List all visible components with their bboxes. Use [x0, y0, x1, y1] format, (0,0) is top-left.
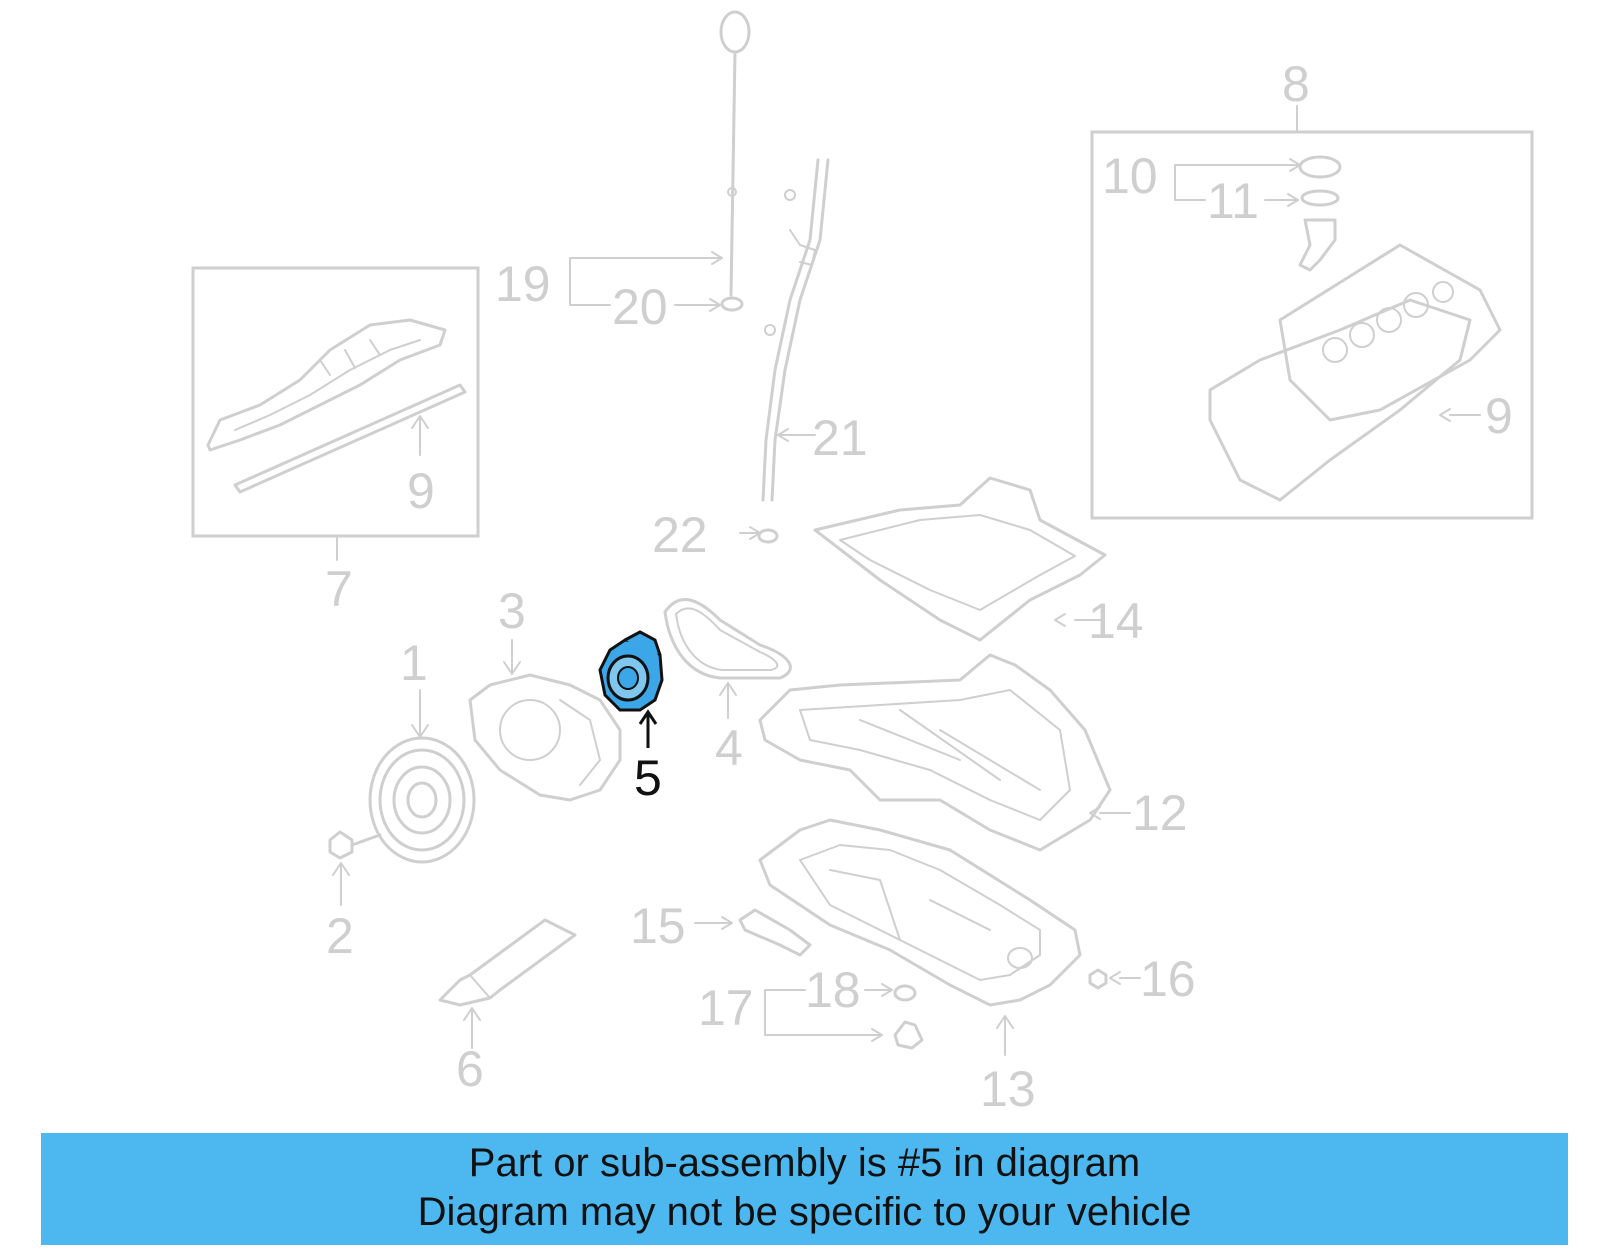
callout-21: 21	[812, 410, 868, 466]
callout-18: 18	[805, 962, 861, 1018]
callout-22: 22	[652, 507, 708, 563]
callout-9-right: 9	[1485, 388, 1513, 444]
callout-5: 5	[634, 750, 662, 806]
callout-6: 6	[456, 1041, 484, 1097]
tensioner-5-highlighted	[598, 630, 664, 748]
callout-15: 15	[630, 898, 686, 954]
callout-1: 1	[400, 635, 428, 691]
callout-8: 8	[1282, 56, 1310, 112]
callout-14: 14	[1088, 593, 1144, 649]
box-8-valve-cover-right	[1090, 105, 1534, 520]
timing-cover-3	[468, 639, 622, 802]
drain-plug-16	[1088, 968, 1141, 990]
callout-4: 4	[715, 720, 743, 776]
callout-20: 20	[612, 279, 668, 335]
pulley-1-and-bolt-2	[328, 689, 476, 906]
callout-17: 17	[698, 980, 754, 1036]
oil-pan-upper-12	[758, 653, 1131, 852]
sensor-17-18	[764, 983, 924, 1050]
belt-4	[663, 598, 792, 719]
callout-19: 19	[495, 256, 551, 312]
sealant-15	[694, 908, 812, 957]
callout-13: 13	[980, 1061, 1036, 1117]
sealant-tube-6	[438, 918, 577, 1049]
callout-7: 7	[325, 561, 353, 617]
banner-line-part: Part or sub-assembly is #5 in diagram	[468, 1141, 1141, 1185]
callout-10: 10	[1102, 148, 1158, 204]
callout-3: 3	[498, 583, 526, 639]
banner-line-disclaimer: Diagram may not be specific to your vehi…	[417, 1190, 1192, 1234]
callout-12: 12	[1132, 785, 1188, 841]
callout-11: 11	[1207, 173, 1259, 229]
box-7-valve-cover-left	[191, 266, 480, 561]
callout-9-left: 9	[407, 463, 435, 519]
dipstick-and-tube	[569, 10, 830, 544]
callout-2: 2	[326, 908, 354, 964]
callout-16: 16	[1140, 951, 1196, 1007]
gasket-14	[813, 476, 1107, 642]
oil-pan-lower-13	[758, 818, 1082, 1056]
info-banner: Part or sub-assembly is #5 in diagram Di…	[41, 1133, 1568, 1245]
parts-diagram: 1 2 3 4 5 6 7 8 9 9 10 11 12 13 14 15 16…	[191, 10, 1534, 1117]
